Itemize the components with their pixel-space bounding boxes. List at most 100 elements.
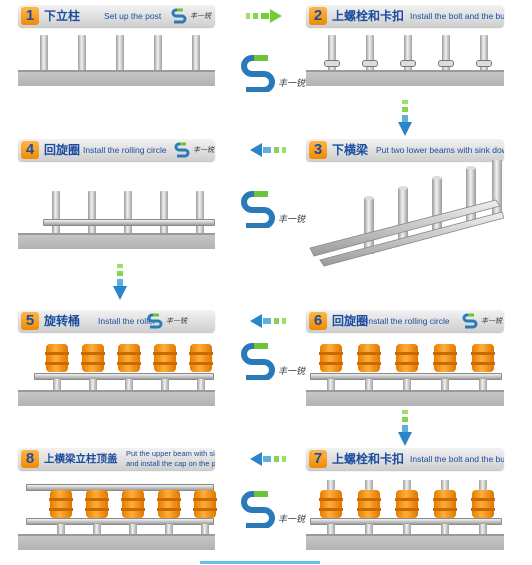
step-title-en-line2: and install the cap on the post	[126, 459, 215, 468]
step-1-scene	[18, 30, 215, 90]
step-number: 6	[309, 312, 327, 330]
post	[403, 480, 411, 490]
roller	[189, 344, 213, 372]
step-title-cn: 旋转桶	[44, 314, 81, 328]
step-title-cn: 下立柱	[44, 9, 81, 23]
bolt	[438, 60, 454, 67]
brand-text: 丰一锐	[190, 13, 211, 20]
roller	[49, 490, 73, 518]
roller	[395, 344, 419, 372]
s-logo-icon	[241, 55, 275, 93]
step-title-en: Install the rolling circle	[83, 145, 167, 155]
ground	[306, 534, 504, 550]
step-7-scene	[306, 478, 504, 556]
brand-text: 丰一锐	[166, 318, 187, 325]
step-2-banner: 2 上螺栓和卡扣 Install the bolt and the buckle	[306, 5, 504, 27]
post	[441, 379, 449, 393]
post	[479, 379, 487, 393]
bolt	[476, 60, 492, 67]
post	[201, 524, 209, 536]
brand-logo: 丰一锐	[461, 312, 502, 330]
post	[398, 186, 408, 244]
roller	[157, 490, 181, 518]
s-logo-icon	[171, 8, 187, 24]
post	[404, 35, 412, 77]
post	[52, 191, 60, 243]
roller	[117, 344, 141, 372]
step-number: 2	[309, 7, 327, 25]
step-8-banner: 8 上横梁立柱顶盖 Put the upper beam with sink d…	[18, 448, 215, 470]
roller	[121, 490, 145, 518]
post	[364, 196, 374, 254]
step-title-cn: 回旋圈	[332, 314, 369, 328]
lower-beam	[319, 211, 504, 267]
step-title-cn: 下横梁	[332, 143, 369, 157]
roller	[153, 344, 177, 372]
step-number: 5	[21, 312, 39, 330]
post	[366, 35, 374, 77]
post	[93, 524, 101, 536]
post	[479, 480, 487, 490]
roller	[357, 344, 381, 372]
post	[328, 35, 336, 77]
post	[492, 160, 502, 216]
lower-beam	[26, 518, 214, 525]
s-logo-icon	[174, 142, 190, 158]
post	[327, 379, 335, 393]
roller	[319, 490, 343, 518]
step-title-en: Put two lower beams with sink down	[376, 145, 504, 155]
post	[197, 379, 205, 393]
post	[441, 524, 449, 536]
post	[479, 524, 487, 536]
step-number: 1	[21, 7, 39, 25]
brand-logo: 丰一锐	[146, 312, 187, 330]
ground	[18, 390, 215, 406]
roller	[471, 490, 495, 518]
step-4-banner: 4 回旋圈 Install the rolling circle 丰一锐	[18, 139, 215, 161]
bottom-accent-line	[200, 561, 320, 564]
bolt	[362, 60, 378, 67]
right-arrow-icon	[246, 9, 282, 23]
post	[160, 191, 168, 243]
step-title-cn: 上螺栓和卡扣	[332, 452, 405, 466]
ground	[18, 233, 215, 249]
post	[365, 524, 373, 536]
post	[40, 35, 48, 77]
post	[116, 35, 124, 77]
step-3-banner: 3 下横梁 Put two lower beams with sink down	[306, 139, 504, 161]
ground	[306, 70, 504, 86]
roller	[433, 344, 457, 372]
lower-beam	[43, 219, 215, 226]
post	[327, 480, 335, 490]
down-arrow-icon	[398, 410, 412, 446]
upper-beam	[26, 484, 214, 491]
post	[442, 35, 450, 77]
roller	[357, 490, 381, 518]
step-2-scene	[306, 30, 504, 90]
step-title-cn: 回旋圈	[44, 143, 81, 157]
step-5-banner: 5 旋转桶 Install the roller 丰一锐	[18, 310, 215, 332]
left-arrow-icon	[250, 314, 286, 328]
down-arrow-icon	[113, 264, 127, 300]
step-number: 3	[309, 141, 327, 159]
post	[154, 35, 162, 77]
brand-logo: 丰一锐	[170, 7, 211, 25]
brand-text: 丰一锐	[278, 78, 306, 88]
step-1-banner: 1 下立柱 Set up the post 丰一锐	[18, 5, 215, 27]
post	[403, 379, 411, 393]
step-title-cn: 上横梁立柱顶盖	[44, 453, 118, 465]
brand-logo: 丰一锐	[173, 141, 214, 159]
post	[53, 379, 61, 393]
post	[161, 379, 169, 393]
roller	[471, 344, 495, 372]
step-title-en: Install the bolt and the buckle	[410, 454, 504, 464]
post	[441, 480, 449, 490]
post	[327, 524, 335, 536]
step-title-en: Install the rolling circle	[366, 316, 450, 326]
roller	[319, 344, 343, 372]
post	[89, 379, 97, 393]
roller	[85, 490, 109, 518]
step-5-scene	[18, 340, 215, 410]
post	[365, 480, 373, 490]
brand-logo-large: 丰一锐	[238, 488, 305, 534]
